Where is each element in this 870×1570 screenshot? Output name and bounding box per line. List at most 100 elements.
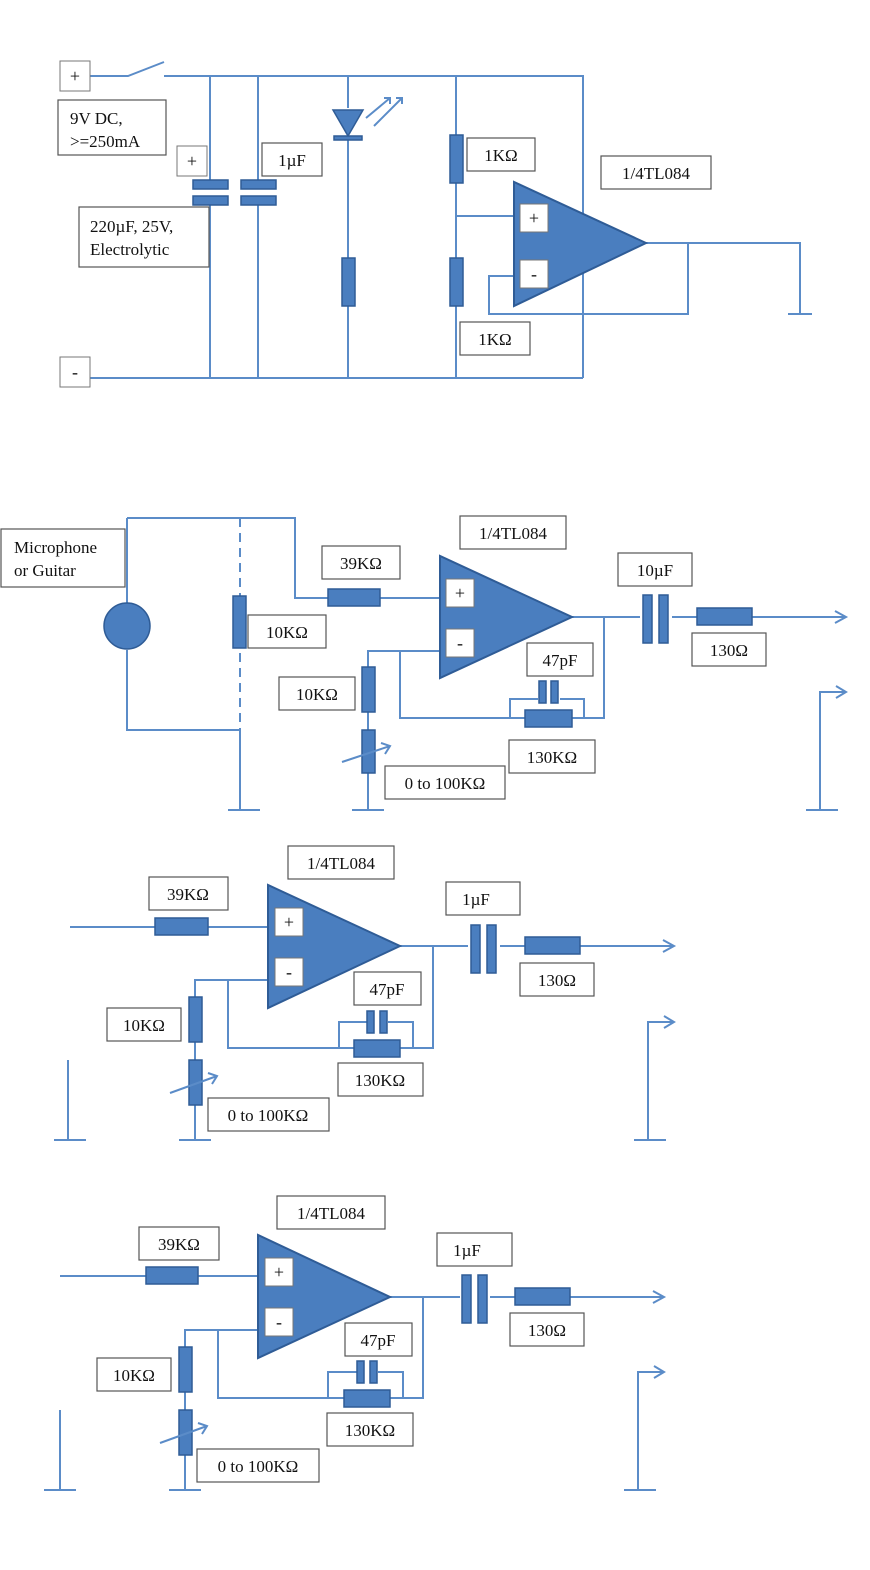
- supply-label-line1: 9V DC,: [70, 109, 123, 128]
- stage2-output-resistor: [524, 936, 581, 955]
- supply-label-line2: >=250mA: [70, 132, 141, 151]
- stage3-ground-resistor: [178, 1346, 193, 1393]
- stage2-output-cap-plate-left: [470, 924, 481, 974]
- preamp-stage-1: Microphone or Guitar 10KΩ 39KΩ + - 1/4TL…: [0, 515, 849, 811]
- stage3-wires: [44, 1275, 667, 1491]
- stage2-potentiometer-icon: [169, 1059, 219, 1106]
- stage1-potentiometer-icon: [341, 729, 392, 774]
- stage2-opamp-plus-label: +: [284, 912, 294, 932]
- led-icon: [331, 97, 403, 141]
- divider-resistor-bottom-label-box: [459, 321, 531, 356]
- stage1-output-resistor-label-box: [691, 632, 767, 667]
- stage1-output-cap-label-box: [617, 552, 693, 587]
- stage1-feedback-cap-plate-left: [538, 680, 547, 704]
- stage2-opamp-label-box: [287, 845, 395, 880]
- stage1-output-resistor-label: 130Ω: [710, 641, 748, 660]
- stage2-pot-label: 0 to 100KΩ: [228, 1106, 309, 1125]
- stage3-feedback-cap-plate-left: [356, 1360, 365, 1384]
- stage1-shunt-resistor: [232, 595, 247, 649]
- stage3-ground-resistor-label-box: [96, 1357, 172, 1392]
- stage1-opamp-plus-pin: [445, 578, 475, 608]
- stage1-output-resistor: [696, 607, 753, 626]
- stage1-shunt-resistor-label: 10KΩ: [266, 623, 308, 642]
- plus-terminal-label: +: [70, 66, 80, 86]
- capacitor-plus-label: +: [187, 151, 197, 171]
- stage2-feedback-resistor-label-box: [337, 1062, 424, 1097]
- stage2-output-cap-label: 1µF: [462, 890, 490, 909]
- input-label-line2: or Guitar: [14, 561, 76, 580]
- divider-resistor-top-label: 1KΩ: [484, 146, 517, 165]
- power-opamp-plus-pin: [519, 203, 549, 233]
- stage3-feedback-cap-label-box: [344, 1322, 413, 1357]
- stage2-feedback-cap-plate-right: [379, 1010, 388, 1034]
- stage1-pot-label: 0 to 100KΩ: [405, 774, 486, 793]
- power-supply-section: + - 9V DC, >=250mA + 220µF, 25V, Electro…: [57, 60, 812, 388]
- stage1-opamp-label-box: [459, 515, 567, 550]
- stage3-input-resistor-label: 39KΩ: [158, 1235, 200, 1254]
- stage1-ground-resistor-label-box: [278, 676, 356, 711]
- stage2-opamp-label: 1/4TL084: [307, 854, 375, 873]
- stage2-pot-label-box: [207, 1097, 330, 1132]
- stage2-feedback-cap-label-box: [353, 971, 422, 1006]
- stage2-ground-resistor-label-box: [106, 1007, 182, 1042]
- minus-terminal: [59, 356, 91, 388]
- stage2-feedback-resistor-label: 130KΩ: [355, 1071, 405, 1090]
- stage1-output-cap-plate-left: [642, 594, 653, 644]
- power-opamp-minus-label: -: [531, 264, 537, 284]
- divider-resistor-top: [449, 134, 464, 184]
- stage3-feedback-resistor: [343, 1389, 391, 1408]
- electrolytic-cap-label-line2: Electrolytic: [90, 240, 170, 259]
- stage3-feedback-cap-plate-right: [369, 1360, 378, 1384]
- stage3-output-cap-plate-right: [477, 1274, 488, 1324]
- stage1-output-cap-plate-right: [658, 594, 669, 644]
- stage2-input-resistor: [154, 917, 209, 936]
- electrolytic-capacitor-plate-top: [192, 179, 229, 190]
- stage1-opamp-minus-label: -: [457, 633, 463, 653]
- stage3-pot-label-box: [196, 1448, 320, 1483]
- stage3-opamp-minus-label: -: [276, 1312, 282, 1332]
- power-opamp-minus-pin: [519, 259, 549, 289]
- stage1-input-resistor-label-box: [321, 545, 401, 580]
- stage2-input-resistor-label-box: [148, 876, 229, 911]
- power-opamp-plus-label: +: [529, 208, 539, 228]
- stage3-feedback-resistor-label: 130KΩ: [345, 1421, 395, 1440]
- stage3-pot-label: 0 to 100KΩ: [218, 1457, 299, 1476]
- stage2-opamp-minus-pin: [274, 957, 304, 987]
- stage3-opamp-minus-pin: [264, 1307, 294, 1337]
- stage1-opamp-minus-pin: [445, 628, 475, 658]
- stage1-feedback-resistor-label: 130KΩ: [527, 748, 577, 767]
- stage3-opamp-label-box: [276, 1195, 386, 1230]
- minus-terminal-label: -: [72, 362, 78, 382]
- stage3-output-cap-label-box: [436, 1232, 513, 1267]
- microphone-icon: [103, 602, 151, 650]
- stage2-output-cap-plate-right: [486, 924, 497, 974]
- stage1-ground-resistor-label: 10KΩ: [296, 685, 338, 704]
- preamp-stage-2: 39KΩ + - 1/4TL084 1µF 130Ω 47pF 130KΩ 10…: [54, 845, 677, 1141]
- stage2-output-resistor-label-box: [519, 962, 595, 997]
- stage1-input-resistor-label: 39KΩ: [340, 554, 382, 573]
- stage2-input-resistor-label: 39KΩ: [167, 885, 209, 904]
- stage3-output-resistor-label: 130Ω: [528, 1321, 566, 1340]
- stage2-feedback-cap-label: 47pF: [370, 980, 405, 999]
- stage3-ground-resistor-label: 10KΩ: [113, 1366, 155, 1385]
- capacitor-1uf-plate-bottom: [240, 195, 277, 206]
- stage2-opamp-minus-label: -: [286, 962, 292, 982]
- capacitor-1uf-plate-top: [240, 179, 277, 190]
- stage1-feedback-cap-label: 47pF: [543, 651, 578, 670]
- stage3-output-resistor: [514, 1287, 571, 1306]
- stage1-opamp-plus-label: +: [455, 583, 465, 603]
- stage2-ground-resistor-label: 10KΩ: [123, 1016, 165, 1035]
- stage3-output-cap-label: 1µF: [453, 1241, 481, 1260]
- stage1-feedback-resistor: [524, 709, 573, 728]
- stage1-pot-label-box: [384, 765, 506, 800]
- stage2-ground-resistor: [188, 996, 203, 1043]
- stage3-input-resistor-label-box: [138, 1226, 220, 1261]
- plus-terminal: [59, 60, 91, 92]
- divider-resistor-bottom-label: 1KΩ: [478, 330, 511, 349]
- stage2-feedback-cap-plate-left: [366, 1010, 375, 1034]
- stage3-opamp-plus-label: +: [274, 1262, 284, 1282]
- cap-1uf-label-box: [261, 142, 323, 177]
- stage3-output-resistor-label-box: [509, 1312, 585, 1347]
- stage3-potentiometer-icon: [159, 1409, 209, 1456]
- stage1-opamp-label: 1/4TL084: [479, 524, 547, 543]
